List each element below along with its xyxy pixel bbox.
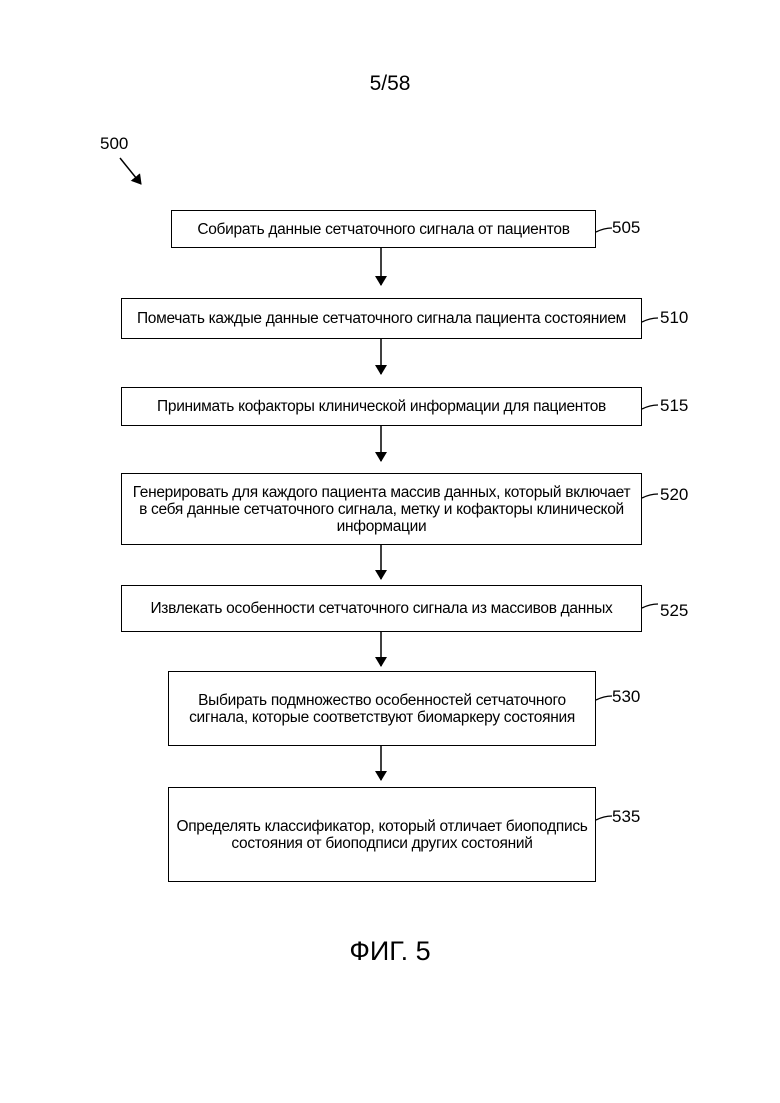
step-box-530: Выбирать подмножество особенностей сетча… xyxy=(168,671,596,746)
step-number-520: 520 xyxy=(660,485,688,505)
leader-520 xyxy=(642,494,658,498)
step-number-525: 525 xyxy=(660,601,688,621)
leader-525 xyxy=(642,604,658,608)
step-text: Собирать данные сетчаточного сигнала от … xyxy=(197,221,569,238)
step-text: Определять классификатор, который отлича… xyxy=(175,818,589,852)
step-box-535: Определять классификатор, который отлича… xyxy=(168,787,596,882)
step-box-515: Принимать кофакторы клинической информац… xyxy=(121,387,642,426)
step-number-505: 505 xyxy=(612,218,640,238)
figure-caption: ФИГ. 5 xyxy=(0,936,780,967)
step-text: Извлекать особенности сетчаточного сигна… xyxy=(150,600,612,617)
step-box-520: Генерировать для каждого пациента массив… xyxy=(121,473,642,545)
step-number-530: 530 xyxy=(612,687,640,707)
step-text: Помечать каждые данные сетчаточного сигн… xyxy=(137,310,626,327)
step-text: Выбирать подмножество особенностей сетча… xyxy=(175,692,589,726)
step-number-535: 535 xyxy=(612,807,640,827)
figure-pointer-arrow xyxy=(120,158,141,184)
step-box-525: Извлекать особенности сетчаточного сигна… xyxy=(121,585,642,632)
step-number-510: 510 xyxy=(660,308,688,328)
step-text: Принимать кофакторы клинической информац… xyxy=(157,398,606,415)
leader-530 xyxy=(596,696,612,700)
step-number-515: 515 xyxy=(660,396,688,416)
step-box-510: Помечать каждые данные сетчаточного сигн… xyxy=(121,298,642,339)
leader-505 xyxy=(596,228,612,232)
leader-510 xyxy=(642,318,658,322)
step-box-505: Собирать данные сетчаточного сигнала от … xyxy=(171,210,596,248)
leader-535 xyxy=(596,816,612,820)
step-text: Генерировать для каждого пациента массив… xyxy=(128,484,635,535)
leader-515 xyxy=(642,405,658,409)
